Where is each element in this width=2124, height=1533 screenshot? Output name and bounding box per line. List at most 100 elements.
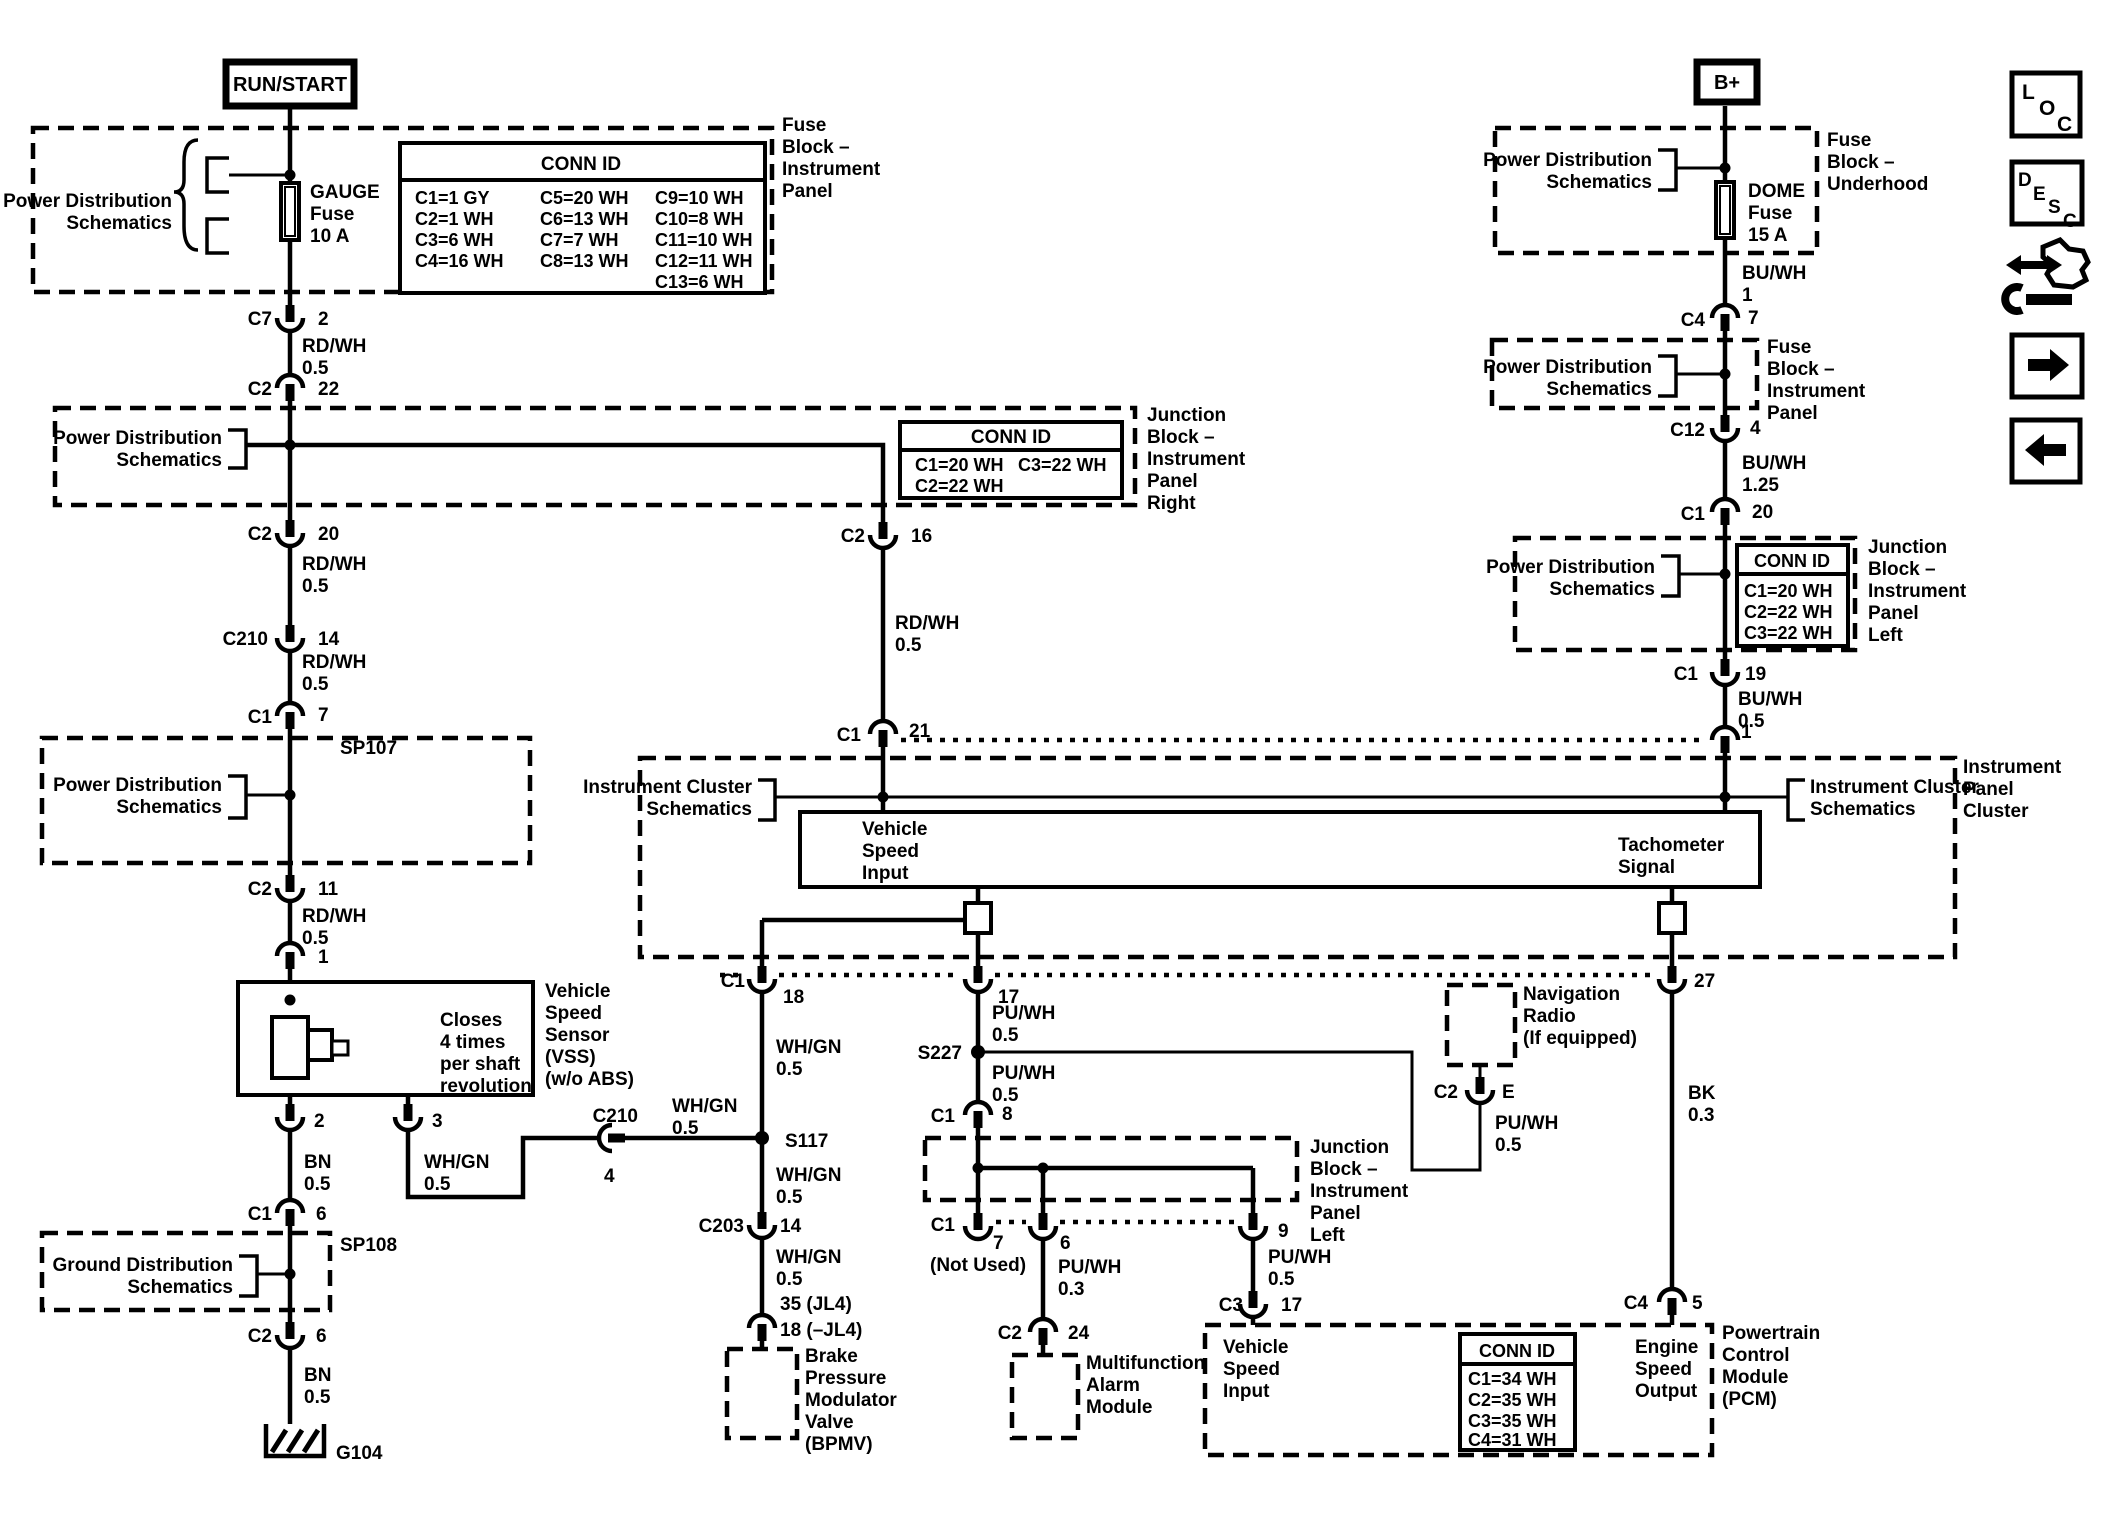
table-cell: C10=8 WH [655, 209, 744, 229]
table-frame [898, 420, 1124, 500]
vss-label: Speed [545, 1003, 602, 1024]
pin-label: 4 [1750, 418, 1761, 439]
pcm-box [1202, 1322, 1715, 1458]
battery-label: B+ [1714, 72, 1740, 94]
block-label: Junction [1868, 537, 1947, 558]
reference-tap-lines [229, 166, 1788, 1276]
loc-letter: O [2039, 97, 2055, 120]
block-label: Multifunction [1086, 1353, 1205, 1374]
wire-label: 0.3 [1058, 1279, 1084, 1300]
reference-brackets [173, 138, 1805, 1298]
pin-label: 19 [1745, 664, 1766, 685]
wire-label: WH/GN [672, 1096, 737, 1117]
pin-label: E [1502, 1082, 1515, 1103]
loc-icon[interactable] [2009, 70, 2083, 139]
ref-label: Instrument Cluster [1810, 777, 1980, 798]
wire-label: PU/WH [992, 1003, 1055, 1024]
table-cell: C12=11 WH [655, 251, 753, 271]
pin-label: 8 [1002, 1104, 1013, 1125]
table-cell: C4=16 WH [415, 251, 504, 271]
bracket-jb-right [228, 428, 248, 470]
pin-label: C210 [593, 1106, 638, 1127]
pin-label: C1 [931, 1106, 956, 1127]
run-start-terminal-box [222, 58, 358, 110]
block-label: (If equipped) [1523, 1028, 1637, 1049]
block-label: Block – [1827, 152, 1895, 173]
cluster-input-label: Vehicle [862, 819, 928, 840]
block-label: Junction [1147, 405, 1226, 426]
next-page-button[interactable] [2009, 332, 2085, 400]
cluster-input-label: Input [862, 863, 909, 884]
vss-note: revolution [440, 1076, 532, 1097]
pcm-output-label: Output [1635, 1381, 1698, 1402]
wire-label: 0.5 [302, 928, 329, 949]
bracket-underhood [1658, 148, 1678, 192]
vss-label: Vehicle [545, 981, 611, 1002]
block-label: Underhood [1827, 174, 1928, 195]
fuse-label: DOME [1748, 181, 1805, 202]
vehicle-map-button[interactable] [2001, 237, 2091, 315]
pin-label: C7 [248, 309, 272, 330]
wire-label: 1 [1742, 285, 1753, 306]
table-cell: C1=1 GY [415, 188, 490, 208]
wires [229, 106, 1788, 1424]
ground-hatching [269, 1428, 321, 1454]
wire-label: RD/WH [302, 906, 366, 927]
component-boxes [30, 125, 1958, 1458]
vss-label: Sensor [545, 1025, 610, 1046]
connector-arcs-female-down [274, 302, 1741, 1333]
block-label: Junction [1310, 1137, 1389, 1158]
pin-label: C1 [1674, 664, 1699, 685]
block-label: Instrument [1310, 1181, 1409, 1202]
block-label: Panel [1767, 403, 1818, 424]
block-label: Instrument [1963, 757, 2062, 778]
vss-sensor-symbol [270, 1015, 350, 1080]
block-label: Block – [1310, 1159, 1378, 1180]
back-arrow-box[interactable] [2009, 417, 2083, 485]
bpmv-box [724, 1346, 800, 1441]
ref-label: Schematics [1546, 379, 1652, 400]
pin-label: C1 [837, 725, 862, 746]
pin-label: 2 [314, 1111, 325, 1132]
pin-label: 20 [318, 524, 339, 545]
splice-label: S227 [918, 1043, 962, 1064]
pin-label: 1 [1741, 722, 1752, 743]
table-cell: C3=22 WH [1018, 455, 1107, 475]
pin-label: C2 [248, 1326, 272, 1347]
desc-icon[interactable] [2009, 159, 2085, 227]
conn-id-table-jb-right: CONN ID C1=20 WH C2=22 WH C3=22 WH [898, 420, 1124, 500]
pin-label: C203 [699, 1216, 744, 1237]
fuse-inner [1719, 185, 1731, 235]
table-cell: C2=22 WH [1744, 602, 1833, 622]
multifunction-alarm-box [1009, 1352, 1081, 1441]
wire-label: 0.5 [1495, 1135, 1522, 1156]
block-label: Cluster [1963, 801, 2029, 822]
pin-label: C1 [248, 707, 273, 728]
bracket-jb-left-right [1661, 554, 1681, 598]
block-label: Module [1722, 1367, 1789, 1388]
battery-terminal-box [1693, 58, 1761, 106]
block-label: (BPMV) [805, 1434, 873, 1455]
pin-label: 9 [1278, 1221, 1289, 1242]
pin-label: 20 [1752, 502, 1773, 523]
block-label: Fuse [1767, 337, 1811, 358]
table-cell: C1=20 WH [1744, 581, 1833, 601]
junction-block-right-box [52, 405, 1138, 508]
table-cell: C2=1 WH [415, 209, 494, 229]
wire-label: PU/WH [1268, 1247, 1331, 1268]
loc-letter: L [2022, 81, 2035, 104]
back-page-button[interactable] [2009, 417, 2083, 485]
table-frame [1735, 543, 1850, 648]
cluster-inner-box [798, 810, 1762, 889]
loc-button[interactable]: L O C [2009, 70, 2083, 139]
fuse-block-underhood-box [1492, 125, 1820, 256]
table-cell: C2=35 WH [1468, 1390, 1557, 1410]
desc-button[interactable]: D E S C [2009, 159, 2085, 232]
bracket-sp108 [239, 1254, 259, 1298]
pin-label: 14 [318, 629, 340, 650]
pin-label: C3 [1219, 1295, 1243, 1316]
ref-label: Schematics [1546, 172, 1652, 193]
bracket-fbip-right [1658, 354, 1678, 398]
ref-label: Schematics [1549, 579, 1655, 600]
pin-label: C2 [998, 1323, 1022, 1344]
